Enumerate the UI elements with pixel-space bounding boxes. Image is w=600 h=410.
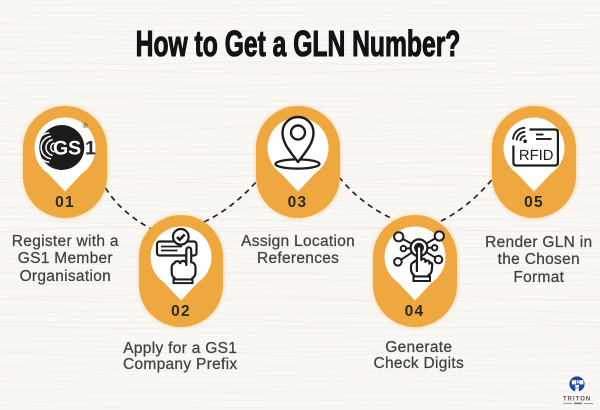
svg-text:TRITON: TRITON <box>563 396 591 403</box>
svg-text:1: 1 <box>85 137 96 159</box>
svg-text:RFID: RFID <box>519 148 554 164</box>
svg-text:GS: GS <box>53 137 81 159</box>
svg-text:®: ® <box>82 121 88 130</box>
